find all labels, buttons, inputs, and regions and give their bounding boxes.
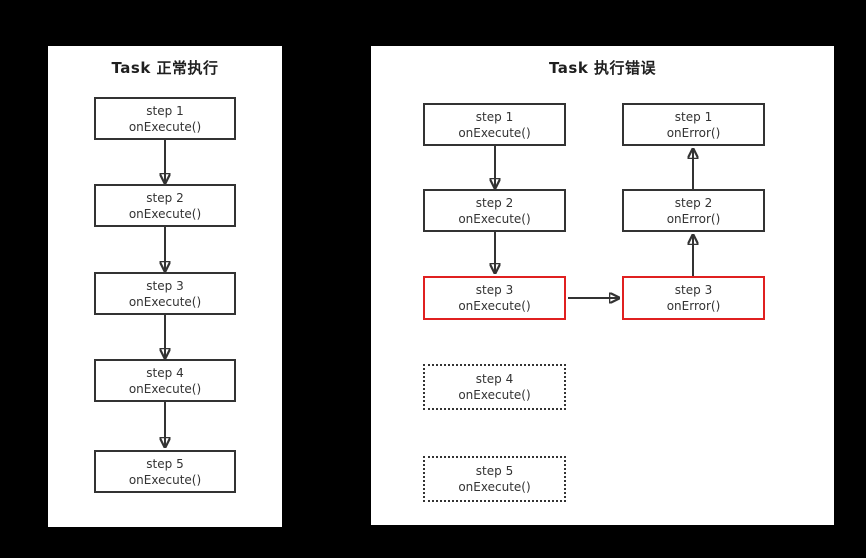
normal-execution-panel: Task 正常执行 step 1 onExecute() step 2 onEx…	[48, 46, 282, 527]
step-label: step 4	[146, 365, 184, 380]
error-flow-step4-onexecute-box-skipped: step 4 onExecute()	[423, 364, 566, 410]
error-flow-step1-onexecute-box: step 1 onExecute()	[423, 103, 566, 146]
step-label: step 5	[146, 456, 184, 471]
step-label: step 3	[475, 283, 514, 297]
error-flow-step2-onerror-box: step 2 onError()	[622, 189, 765, 232]
method-label: onExecute()	[128, 119, 202, 134]
method-label: onExecute()	[458, 388, 531, 402]
normal-step1-box: step 1 onExecute()	[94, 97, 236, 140]
method-label: onExecute()	[128, 206, 202, 221]
method-label: onExecute()	[458, 480, 531, 494]
step-label: step 1	[146, 103, 184, 118]
normal-step5-box: step 5 onExecute()	[94, 450, 236, 493]
normal-step2-box: step 2 onExecute()	[94, 184, 236, 227]
error-flow-step3-onexecute-box-failed: step 3 onExecute()	[423, 276, 566, 320]
step-label: step 4	[475, 372, 514, 386]
method-label: onExecute()	[458, 211, 531, 226]
normal-execution-title: Task 正常执行	[111, 59, 219, 77]
error-flow-step1-onerror-box: step 1 onError()	[622, 103, 765, 146]
method-label: onExecute()	[458, 299, 531, 313]
method-label: onError()	[666, 125, 721, 140]
step-label: step 1	[475, 109, 514, 124]
step-label: step 1	[674, 109, 713, 124]
step-label: step 5	[475, 464, 514, 478]
method-label: onExecute()	[458, 125, 531, 140]
error-execution-title: Task 执行错误	[548, 59, 657, 77]
method-label: onError()	[666, 299, 721, 313]
normal-step3-box: step 3 onExecute()	[94, 272, 236, 315]
normal-step4-box: step 4 onExecute()	[94, 359, 236, 402]
method-label: onExecute()	[128, 472, 202, 487]
step-label: step 3	[146, 278, 184, 293]
error-execution-panel: Task 执行错误 step 1 onExecute() step 2 onEx…	[371, 46, 834, 525]
error-flow-step5-onexecute-box-skipped: step 5 onExecute()	[423, 456, 566, 502]
step-label: step 3	[674, 283, 713, 297]
method-label: onExecute()	[128, 381, 202, 396]
step-label: step 2	[674, 195, 713, 210]
method-label: onError()	[666, 211, 721, 226]
method-label: onExecute()	[128, 294, 202, 309]
error-flow-step3-onerror-box-failed: step 3 onError()	[622, 276, 765, 320]
error-flow-step2-onexecute-box: step 2 onExecute()	[423, 189, 566, 232]
step-label: step 2	[475, 195, 514, 210]
step-label: step 2	[146, 190, 184, 205]
